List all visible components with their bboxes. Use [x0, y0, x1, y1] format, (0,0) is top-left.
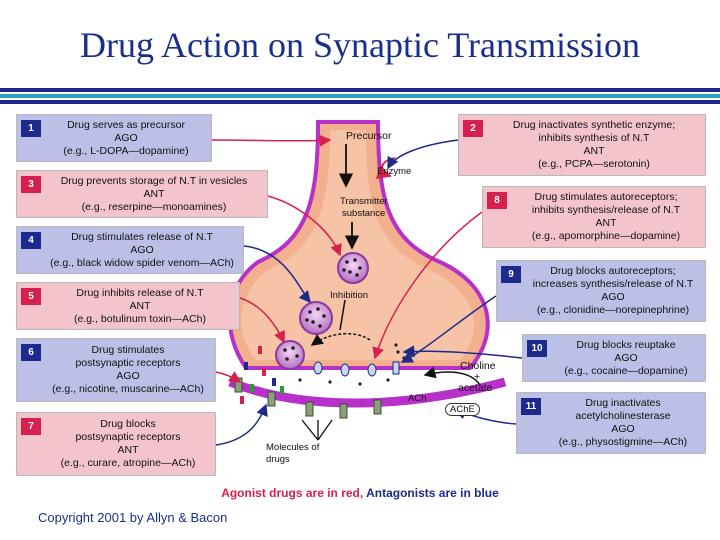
antagonist-legend: Antagonists are in blue — [366, 486, 499, 500]
box-number: 2 — [463, 120, 483, 137]
mechanism-box-2: 2 Drug inactivates synthetic enzyme;inhi… — [458, 114, 706, 176]
box-number: 3 — [21, 176, 41, 193]
box-number: 5 — [21, 288, 41, 305]
label-substance: substance — [342, 208, 386, 219]
box-number: 8 — [487, 192, 507, 209]
label-ach: ACh — [408, 393, 427, 404]
box-number: 7 — [21, 418, 41, 435]
label-choline: Choline — [460, 360, 496, 372]
legend-caption: Agonist drugs are in red, Antagonists ar… — [0, 486, 720, 500]
label-molecules: Molecules of — [266, 442, 320, 453]
label-drugs: drugs — [266, 454, 290, 465]
box-number: 1 — [21, 120, 41, 137]
drug-molecules — [240, 346, 284, 404]
box-number: 6 — [21, 344, 41, 361]
mechanism-box-9: 9 Drug blocks autoreceptors;increases sy… — [496, 260, 706, 322]
label-ache: AChE — [445, 403, 480, 416]
agonist-legend: Agonist drugs are in red, — [221, 486, 364, 500]
page-title: Drug Action on Synaptic Transmission — [79, 25, 641, 65]
label-inhibition: Inhibition — [330, 290, 369, 301]
label-plus: + — [474, 371, 481, 383]
vesicle — [299, 301, 333, 335]
label-precursor: Precursor — [346, 130, 392, 142]
box-number: 9 — [501, 266, 521, 283]
label-enzyme: Enzyme — [377, 166, 412, 177]
box-number: 4 — [21, 232, 41, 249]
label-acetate: acetate — [458, 382, 493, 394]
vesicle — [337, 252, 369, 284]
postsynaptic-membrane — [228, 377, 507, 408]
mechanism-box-8: 8 Drug stimulates autoreceptors;inhibits… — [482, 186, 706, 248]
copyright-notice: Copyright 2001 by Allyn & Bacon — [38, 510, 228, 525]
box-number: 10 — [527, 340, 547, 357]
receptor — [234, 377, 382, 419]
mechanism-box-3: 3 Drug prevents storage of N.T in vesicl… — [16, 170, 268, 218]
vesicle — [275, 340, 305, 370]
label-transmitter: Transmitter — [340, 196, 388, 207]
box-number: 11 — [521, 398, 541, 415]
